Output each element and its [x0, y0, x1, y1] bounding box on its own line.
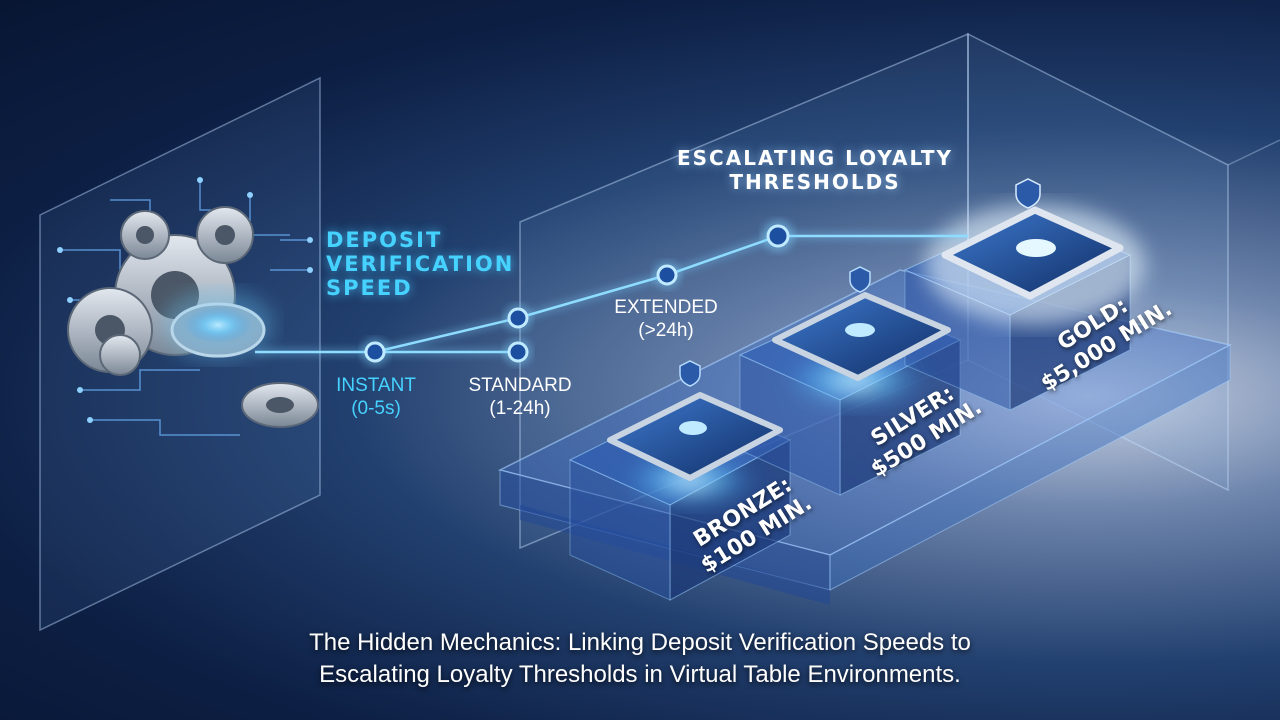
shield-icon: [849, 266, 871, 293]
loyalty-joint-node: [762, 220, 794, 252]
node-label-extended: EXTENDED (>24h): [614, 297, 718, 341]
speed-node-instant: [361, 338, 389, 366]
tier-pad-bronze: [607, 392, 783, 508]
speed-node-standard: [504, 338, 532, 366]
standard-joint-node: [504, 304, 532, 332]
tier-pad-gold: [925, 205, 1145, 325]
deposit-speed-heading: DEPOSIT VERIFICATION SPEED: [326, 228, 515, 300]
speed-connection-lines: [255, 232, 968, 356]
loyalty-heading: ESCALATING LOYALTY THRESHOLDS: [676, 146, 954, 194]
node-label-instant: INSTANT (0-5s): [336, 375, 416, 419]
gear-machine-illustration: [57, 177, 319, 436]
shield-icon: [679, 360, 701, 387]
tier-pad-silver: [772, 292, 951, 410]
shield-icon: [1015, 178, 1041, 209]
node-label-standard: STANDARD (1-24h): [468, 375, 572, 419]
caption: The Hidden Mechanics: Linking Deposit Ve…: [309, 629, 971, 688]
speed-node-extended: [653, 261, 681, 289]
